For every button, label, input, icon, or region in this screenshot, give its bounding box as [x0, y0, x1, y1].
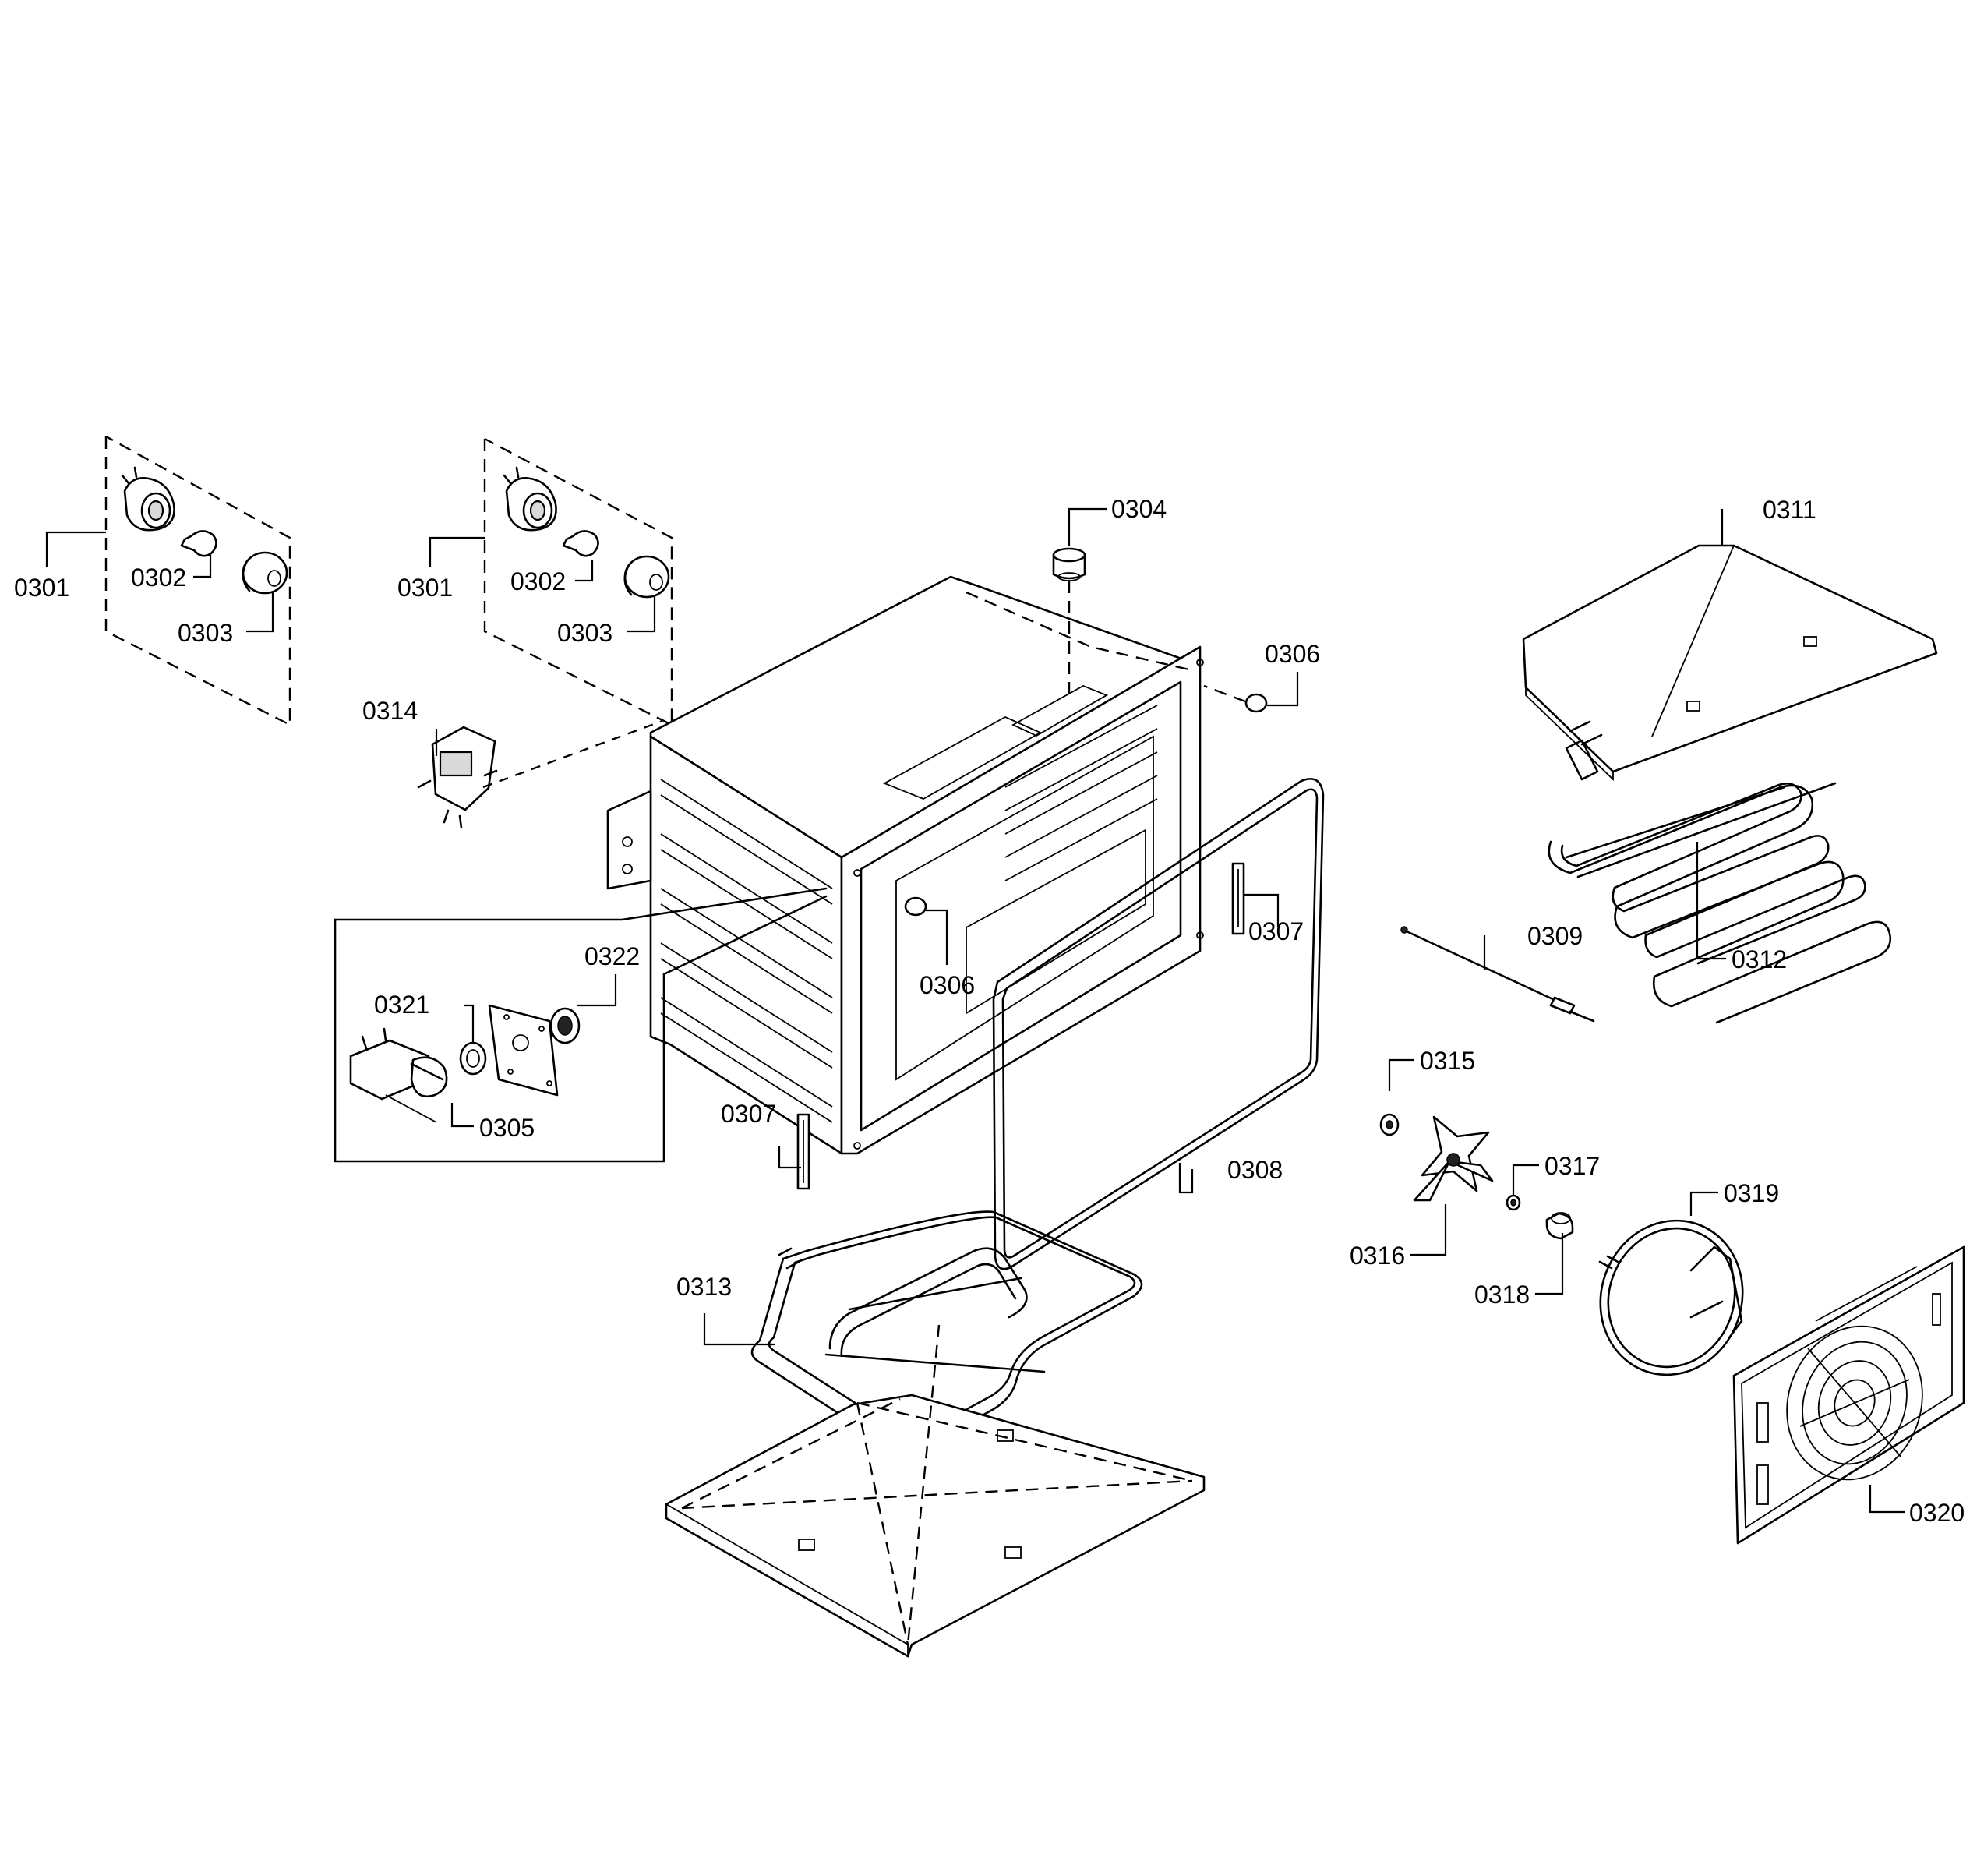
broil-element-0312 — [1548, 720, 1892, 1024]
label-0307-left: 0307 — [721, 1100, 776, 1128]
label-0311: 0311 — [1763, 496, 1816, 524]
label-0320: 0320 — [1909, 1499, 1965, 1527]
label-0321: 0321 — [374, 991, 429, 1019]
fan-cover-0320 — [1732, 1245, 1965, 1545]
label-0301-left: 0301 — [14, 574, 69, 602]
label-0306-right: 0306 — [1265, 640, 1320, 668]
leader-lines — [45, 507, 1905, 1514]
heat-shield-0311 — [1522, 544, 1938, 782]
label-0302-right: 0302 — [510, 567, 566, 595]
probe-0309 — [1400, 926, 1595, 1023]
label-0316: 0316 — [1350, 1242, 1405, 1270]
cap-0318 — [1545, 1212, 1574, 1240]
label-0312: 0312 — [1732, 945, 1787, 973]
label-0319: 0319 — [1724, 1179, 1779, 1207]
fan-blade-0316 — [1413, 1115, 1494, 1202]
label-0313: 0313 — [676, 1273, 732, 1301]
label-0308: 0308 — [1227, 1156, 1283, 1184]
label-0302-left: 0302 — [131, 564, 186, 592]
label-0315: 0315 — [1420, 1047, 1475, 1075]
convection-element-0319 — [1598, 1219, 1744, 1376]
switch-0314 — [417, 719, 663, 829]
label-0317: 0317 — [1544, 1152, 1600, 1180]
stop-0306-right — [1203, 684, 1268, 713]
rack-support-0307-left — [796, 1113, 810, 1190]
label-0322: 0322 — [584, 942, 640, 970]
nut-0315 — [1379, 1113, 1400, 1136]
lamp-assembly-right — [483, 437, 673, 726]
label-0309: 0309 — [1527, 922, 1583, 950]
inset-detail — [334, 887, 828, 1163]
label-0318: 0318 — [1474, 1281, 1530, 1309]
label-0306-left: 0306 — [920, 971, 975, 999]
label-0305: 0305 — [479, 1114, 535, 1142]
label-0303-left: 0303 — [178, 619, 233, 647]
washer-0317 — [1506, 1194, 1521, 1211]
label-0303-right: 0303 — [557, 619, 612, 647]
door-gasket-0308 — [992, 778, 1325, 1270]
label-0307-right: 0307 — [1248, 917, 1304, 945]
label-0314: 0314 — [362, 697, 418, 725]
callout-labels: 0301 0302 0303 0301 0302 0303 0304 0306 … — [14, 495, 1965, 1527]
rack-support-0307-right — [1231, 862, 1245, 935]
bottom-plate — [665, 1324, 1206, 1658]
oven-cavity — [606, 575, 1204, 1155]
lamp-cover-0304 — [1052, 547, 1086, 694]
lamp-assembly-left — [104, 435, 291, 726]
label-0304: 0304 — [1111, 495, 1167, 523]
stop-0306-left — [904, 896, 927, 917]
label-0301-right: 0301 — [397, 574, 453, 602]
